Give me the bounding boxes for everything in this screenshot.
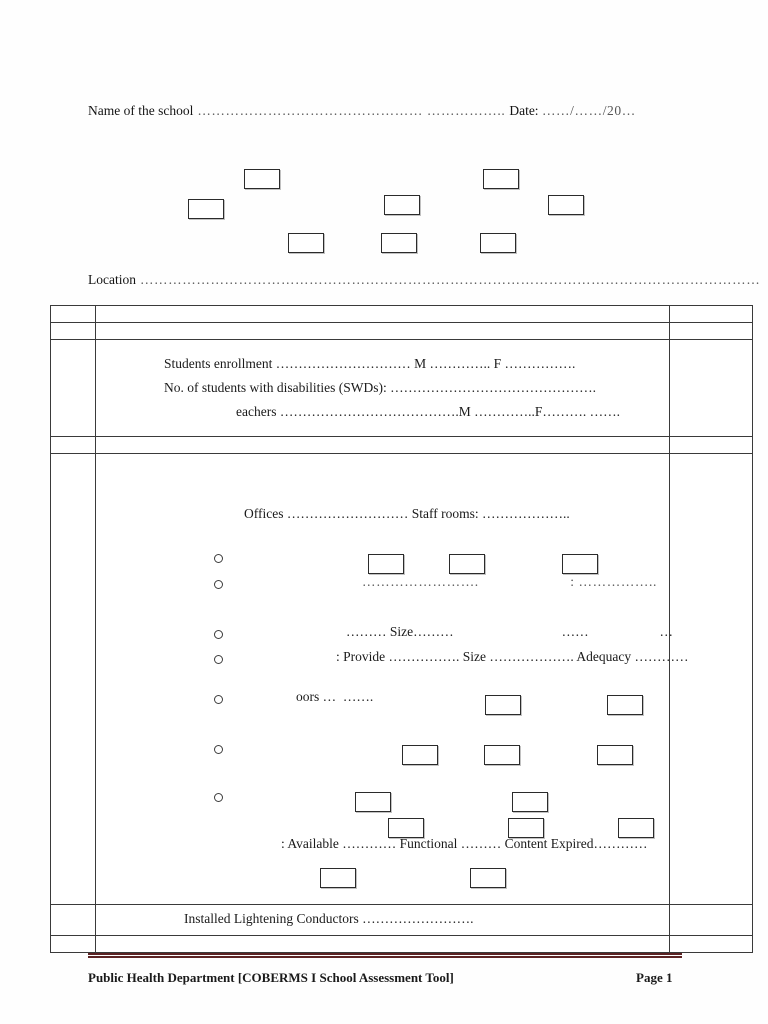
teachers-line[interactable]: eachers ………………………………….M …………..F………. ……. [236, 404, 620, 419]
availability-line[interactable]: : Available ………… Functional ……… Content … [281, 836, 648, 851]
assessment-table: Students enrollment ………………………… M ………….. … [50, 305, 753, 953]
checkbox-facility-6[interactable] [402, 745, 438, 765]
enrollment-cell[interactable]: Students enrollment ………………………… M ………….. … [95, 339, 670, 437]
facilities-cell[interactable]: Offices ……………………… Staff rooms: ……………….. … [95, 453, 688, 905]
date-value[interactable]: ……/……/20… [541, 103, 636, 118]
row-body-cell[interactable] [95, 305, 670, 323]
school-name-leader: ………………………………………… …………….. [193, 103, 510, 118]
table-row-enrollment: Students enrollment ………………………… M ………….. … [50, 339, 753, 437]
school-name-label: Name of the school [88, 103, 194, 118]
row-remarks-cell[interactable] [669, 322, 753, 340]
bullet-marker-icon [214, 655, 223, 664]
checkbox-header-7[interactable] [381, 233, 417, 253]
doors-line[interactable]: oors … ……. [296, 689, 374, 704]
row-number-cell[interactable] [50, 339, 96, 437]
date-label: Date: [509, 103, 542, 118]
checkbox-header-8[interactable] [480, 233, 516, 253]
size-line[interactable]: ……… Size……… …… … [346, 624, 673, 639]
bullet-marker-icon [214, 793, 223, 802]
row-number-cell[interactable] [50, 904, 96, 936]
row-number-cell[interactable] [50, 935, 96, 953]
row-remarks-cell[interactable] [669, 305, 753, 323]
row-remarks-cell[interactable] [669, 935, 753, 953]
bullet-marker-icon [214, 745, 223, 754]
checkbox-facility-5[interactable] [607, 695, 643, 715]
conductors-cell[interactable]: Installed Lightening Conductors ……………………… [95, 904, 670, 936]
checkbox-facility-10[interactable] [512, 792, 548, 812]
footer-page-number: Page 1 [636, 970, 673, 985]
checkbox-facility-9[interactable] [355, 792, 391, 812]
row-remarks-cell[interactable] [669, 339, 753, 437]
row-body-cell[interactable] [95, 935, 670, 953]
footer-department-text: Public Health Department [COBERMS I Scho… [88, 970, 454, 985]
location-field[interactable]: Location …………………………………………………………………………………… [88, 272, 760, 289]
row-number-cell[interactable] [50, 436, 96, 454]
checkbox-header-1[interactable] [244, 169, 280, 189]
bullet-marker-icon [214, 695, 223, 704]
row-number-cell[interactable] [50, 453, 96, 905]
row-number-cell[interactable] [50, 322, 96, 340]
row-body-cell[interactable] [95, 322, 670, 340]
table-row [50, 935, 753, 953]
checkbox-header-2[interactable] [188, 199, 224, 219]
item-dots-line[interactable]: ……………………. : …………….. [362, 574, 657, 589]
table-row-facilities: Offices ……………………… Staff rooms: ……………….. … [50, 453, 753, 905]
row-number-cell[interactable] [50, 305, 96, 323]
checkbox-header-3[interactable] [384, 195, 420, 215]
row-remarks-cell[interactable] [669, 904, 753, 936]
table-row [50, 305, 753, 323]
bullet-marker-icon [214, 554, 223, 563]
checkbox-facility-15[interactable] [470, 868, 506, 888]
table-row-conductors: Installed Lightening Conductors ……………………… [50, 904, 753, 936]
offices-staffrooms-line[interactable]: Offices ……………………… Staff rooms: ……………….. [244, 506, 570, 521]
location-leader: …………………………………………………………………………………………………………… [135, 272, 761, 287]
table-row [50, 436, 753, 454]
bullet-marker-icon [214, 630, 223, 639]
checkbox-facility-7[interactable] [484, 745, 520, 765]
checkbox-facility-12[interactable] [508, 818, 544, 838]
checkbox-facility-13[interactable] [618, 818, 654, 838]
checkbox-facility-3[interactable] [562, 554, 598, 574]
lightening-conductors-line[interactable]: Installed Lightening Conductors ……………………… [184, 911, 474, 926]
bullet-marker-icon [214, 580, 223, 589]
checkbox-facility-8[interactable] [597, 745, 633, 765]
table-row [50, 322, 753, 340]
location-label: Location [88, 272, 136, 287]
checkbox-facility-11[interactable] [388, 818, 424, 838]
students-enrollment-line[interactable]: Students enrollment ………………………… M ………….. … [164, 356, 576, 371]
swds-line[interactable]: No. of students with disabilities (SWDs)… [164, 380, 596, 395]
checkbox-header-6[interactable] [288, 233, 324, 253]
checkbox-facility-4[interactable] [485, 695, 521, 715]
checkbox-facility-2[interactable] [449, 554, 485, 574]
footer-divider [88, 953, 682, 958]
checkbox-facility-1[interactable] [368, 554, 404, 574]
checkbox-header-5[interactable] [548, 195, 584, 215]
row-remarks-cell[interactable] [669, 453, 753, 905]
row-remarks-cell[interactable] [669, 436, 753, 454]
row-body-cell[interactable] [95, 436, 670, 454]
provide-size-adequacy-line[interactable]: : Provide ……………. Size ………………. Adequacy …… [336, 649, 689, 664]
checkbox-header-4[interactable] [483, 169, 519, 189]
checkbox-facility-14[interactable] [320, 868, 356, 888]
school-name-field[interactable]: Name of the school ………………………………………… …………… [88, 103, 636, 120]
